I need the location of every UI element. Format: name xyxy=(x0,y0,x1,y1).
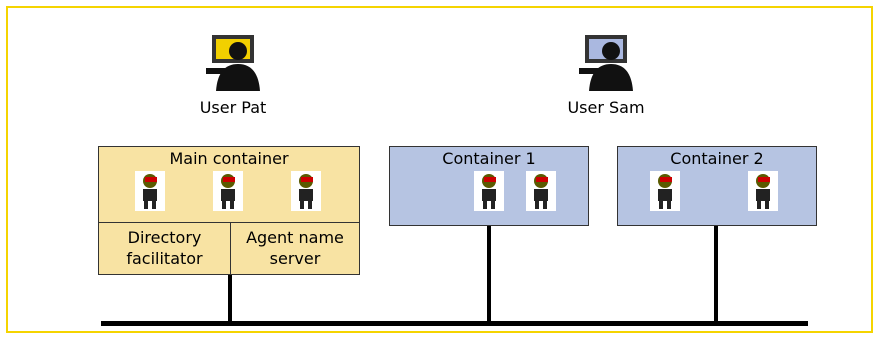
main-container-connector xyxy=(228,275,232,323)
network-bus xyxy=(101,321,808,326)
user-at-computer-icon xyxy=(579,35,633,91)
container-2-title: Container 2 xyxy=(670,149,764,168)
diagram-frame xyxy=(6,6,873,333)
user-sam-label: User Sam xyxy=(567,98,645,117)
main-container-services: Directory facilitator Agent name server xyxy=(99,222,359,274)
agent-icon xyxy=(213,171,243,211)
user-pat: User Pat xyxy=(178,34,288,117)
container-2-connector xyxy=(714,226,718,323)
agent-name-server: Agent name server xyxy=(246,228,344,268)
container-1-connector xyxy=(487,226,491,323)
agent-icon xyxy=(474,171,504,211)
agent-icon xyxy=(650,171,680,211)
main-container: Main container Directory facilitator Age… xyxy=(98,146,360,275)
agent-icon xyxy=(135,171,165,211)
agent-icon xyxy=(291,171,321,211)
container-2: Container 2 xyxy=(617,146,817,226)
user-pat-label: User Pat xyxy=(199,98,267,117)
main-container-title: Main container xyxy=(169,149,289,168)
container-1-title: Container 1 xyxy=(442,149,536,168)
directory-facilitator: Directory facilitator xyxy=(99,223,231,274)
agent-icon xyxy=(748,171,778,211)
user-at-computer-icon xyxy=(206,35,260,91)
user-sam: User Sam xyxy=(551,34,661,117)
container-1: Container 1 xyxy=(389,146,589,226)
agent-icon xyxy=(526,171,556,211)
